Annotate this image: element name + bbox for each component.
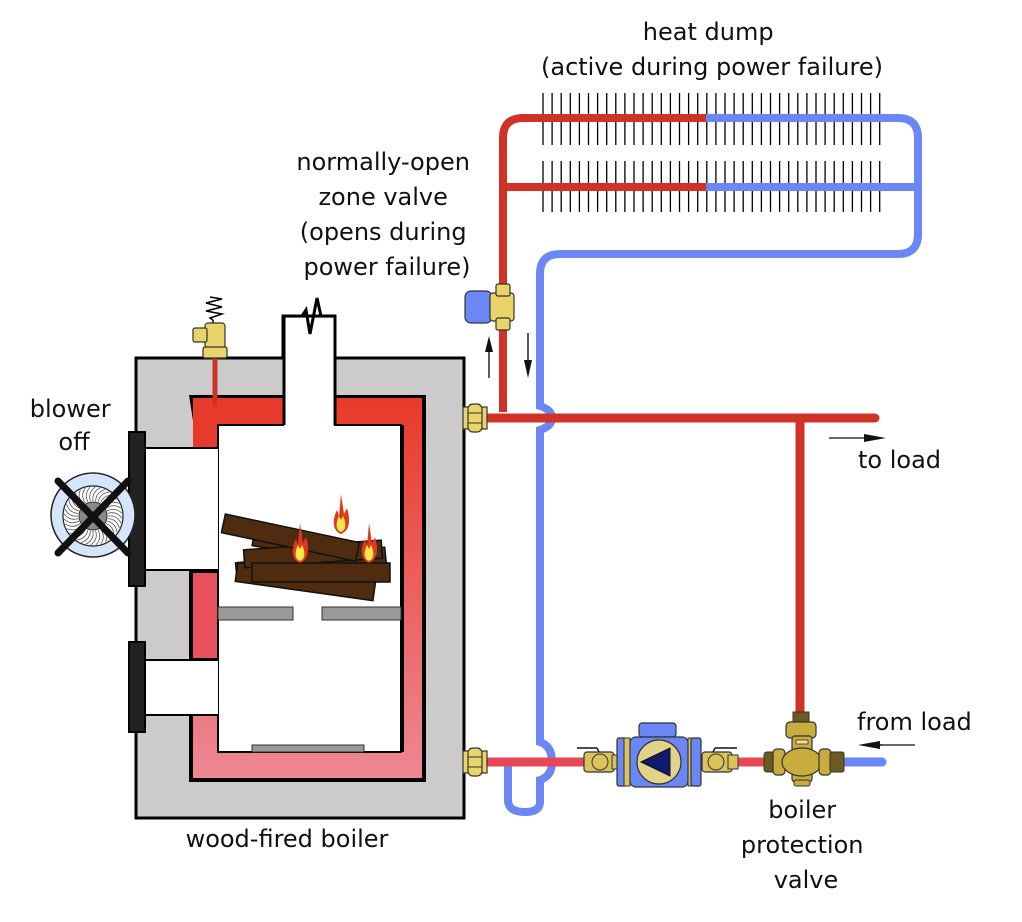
pump-flange-right <box>690 737 702 787</box>
log <box>220 513 361 563</box>
to-load-label: to load <box>858 446 941 474</box>
blower-blade <box>97 491 110 502</box>
ball-valve-right[interactable] <box>701 747 739 773</box>
blower-blade <box>107 518 120 529</box>
blower-blade <box>107 520 118 533</box>
ash-door-opening <box>137 660 218 715</box>
valve-top-thread <box>792 711 810 723</box>
zone-valve-actuator <box>464 290 493 324</box>
blower-blade <box>95 529 101 546</box>
blower-blade <box>63 513 79 520</box>
circulator-assembly <box>577 722 739 788</box>
pump-motor <box>638 722 677 738</box>
blower-blade <box>107 515 122 524</box>
blower-blade <box>63 518 80 524</box>
supply-union <box>462 403 488 433</box>
flame-icon <box>361 523 378 563</box>
flow-arrow-down-icon <box>524 333 532 378</box>
blower-blade <box>105 505 122 509</box>
blower-blade <box>107 512 123 519</box>
return-union <box>462 747 488 777</box>
flames <box>292 494 378 563</box>
ball-valve-left[interactable] <box>577 747 625 773</box>
blower-opening <box>137 448 218 570</box>
boiler-label: wood-fired boiler <box>186 825 389 853</box>
blower-blade <box>85 530 94 545</box>
blower-blade <box>76 530 89 541</box>
flame-icon <box>292 523 309 563</box>
log <box>251 562 391 583</box>
blower-label: blower off <box>30 395 119 456</box>
heat-dump <box>499 93 922 412</box>
blower-blade <box>82 487 86 504</box>
flue-break-symbol <box>283 297 335 335</box>
return-bypass-pipe <box>504 400 557 817</box>
grate-left <box>217 606 294 621</box>
ash-door <box>128 641 146 733</box>
protection-valve-label: boiler protection valve <box>741 796 871 894</box>
blower-blades <box>63 486 123 546</box>
to-load-arrow-icon <box>829 434 886 442</box>
flow-arrow-up-icon <box>485 336 493 378</box>
heat-dump-label: heat dump (active during power failure) <box>541 18 883 81</box>
blower-blade <box>85 486 91 503</box>
blower-blade <box>66 503 79 514</box>
boiler-jacket-middle <box>193 573 218 658</box>
blower-blade <box>106 508 123 514</box>
blower <box>50 472 136 558</box>
blower-blade <box>80 530 91 543</box>
from-load-arrow-icon <box>858 741 915 749</box>
heat-dump-return-pipe <box>536 114 922 400</box>
zone-valve-body <box>489 292 515 322</box>
ash-pan <box>251 744 365 753</box>
blower-blade <box>64 508 79 517</box>
from-load-label: from load <box>857 708 972 736</box>
spring-icon <box>205 296 225 321</box>
boiler-protection-valve[interactable] <box>763 711 845 787</box>
zone-valve[interactable] <box>464 283 515 331</box>
zone-valve-label: normally-open zone valve (opens during p… <box>296 148 477 281</box>
boiler-water-jacket <box>193 398 283 448</box>
heat-dump-supply-pipe <box>499 114 706 412</box>
wood-logs <box>220 513 391 602</box>
blower-blade <box>95 489 106 502</box>
pressure-relief-valve <box>192 296 228 408</box>
blower-blade <box>89 486 96 502</box>
blower-blade <box>90 530 97 546</box>
grate-right <box>321 606 402 621</box>
flue <box>284 318 334 426</box>
pump-direction-icon <box>639 747 671 777</box>
blower-blade <box>64 523 81 527</box>
valve-right-thread <box>829 751 845 773</box>
blower-blade <box>92 487 101 502</box>
boiler-water-jacket-main <box>193 398 422 778</box>
blower-blade <box>68 499 79 512</box>
flame-icon <box>333 494 350 534</box>
